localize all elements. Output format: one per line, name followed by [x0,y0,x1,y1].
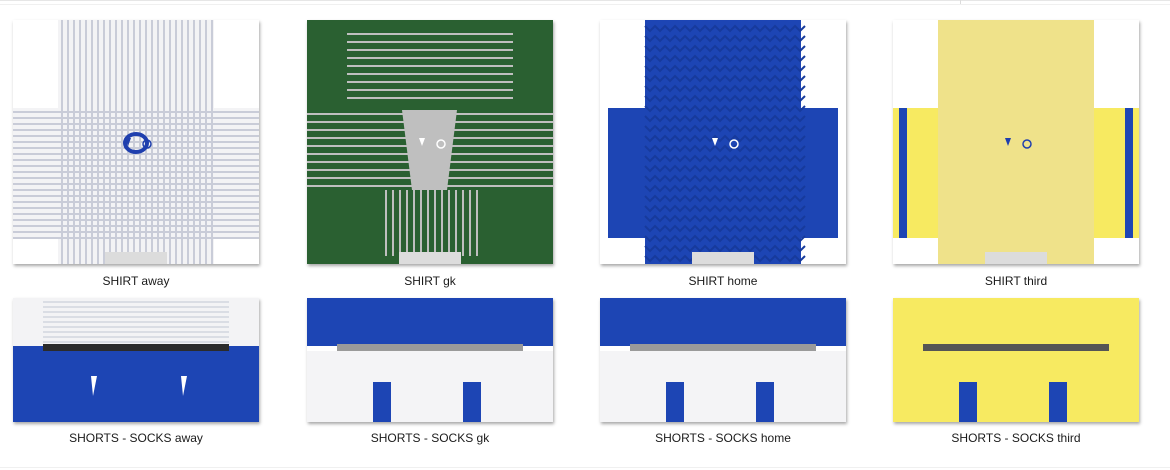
kit-texture-image [13,20,259,264]
file-name: SHORTS - SOCKS gk [370,431,490,445]
thumbnail-shirt-third[interactable] [893,20,1139,264]
file-name: SHIRT gk [404,274,456,288]
file-name: SHIRT home [688,274,758,288]
thumbnail-shirt-gk[interactable] [307,20,553,264]
thumbnail-shorts-gk[interactable] [307,298,553,422]
kit-texture-image [13,298,259,422]
file-name: SHORTS - SOCKS home [655,431,791,445]
header-separator [0,4,1170,5]
top-border [0,0,1170,1]
kit-texture-image [893,20,1139,264]
kit-texture-image [307,20,553,264]
kit-texture-image [307,298,553,422]
column-divider [960,0,961,4]
file-name: SHIRT away [102,274,170,288]
kit-texture-image [600,298,846,422]
kit-texture-image [893,298,1139,422]
file-name: SHORTS - SOCKS away [69,431,203,445]
bottom-separator [0,467,1170,468]
thumbnail-shirt-home[interactable] [600,20,846,264]
thumbnail-shorts-home[interactable] [600,298,846,422]
file-name: SHIRT third [984,274,1048,288]
thumbnail-shirt-away[interactable] [13,20,259,264]
thumbnail-shorts-third[interactable] [893,298,1139,422]
kit-texture-image [600,20,846,264]
thumbnail-shorts-away[interactable] [13,298,259,422]
file-name: SHORTS - SOCKS third [951,431,1081,445]
